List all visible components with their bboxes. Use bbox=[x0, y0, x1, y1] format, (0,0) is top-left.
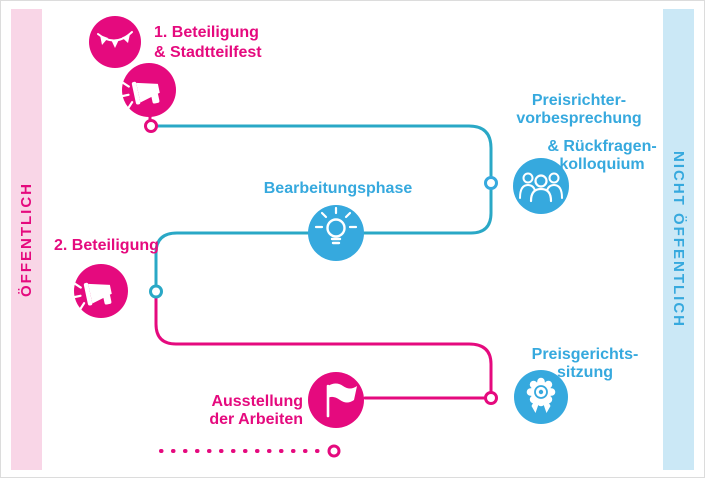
exhibition-label-line1: Ausstellung bbox=[211, 393, 303, 410]
work-phase-step bbox=[308, 205, 364, 261]
flag-icon bbox=[326, 383, 357, 418]
node-exhibition bbox=[327, 444, 341, 458]
node-briefing bbox=[484, 176, 498, 190]
festival-label-line1: 1. Beteiligung bbox=[154, 24, 259, 41]
festival-label-line2: & Stadtteilfest bbox=[154, 44, 262, 61]
jury-session-label-line1: Preisgerichts- bbox=[532, 346, 639, 363]
node-participation2 bbox=[149, 284, 163, 299]
festival-step bbox=[89, 16, 176, 117]
connector-participation2-to-jury-session bbox=[154, 296, 493, 394]
band-public: ÖFFENTLICH bbox=[11, 9, 42, 470]
briefing-label-line4: kolloquium bbox=[559, 156, 644, 173]
briefing-label-line2: vorbesprechung bbox=[516, 110, 641, 127]
briefing-label-line3: & Rückfragen- bbox=[547, 138, 656, 155]
briefing-step bbox=[513, 158, 569, 214]
participation2-label: 2. Beteiligung bbox=[54, 237, 159, 254]
jury-session-step bbox=[514, 370, 568, 424]
jury-people-icon bbox=[519, 172, 563, 203]
connector-festival-to-briefing bbox=[155, 124, 493, 179]
exhibition-circle bbox=[308, 372, 364, 428]
node-festival bbox=[144, 119, 158, 133]
work-phase-circle bbox=[308, 205, 364, 261]
node-jury-session bbox=[484, 391, 498, 405]
lightbulb-icon bbox=[314, 206, 358, 245]
jury-session-label-line2: sitzung bbox=[557, 364, 613, 381]
participation2-step bbox=[69, 264, 128, 318]
briefing-label-line1: Preisrichter- bbox=[532, 92, 626, 109]
pennant-garland-icon bbox=[97, 31, 133, 48]
band-not-public: NICHT ÖFFENTLICH bbox=[663, 9, 694, 470]
exhibition-label-line2: der Arbeiten bbox=[209, 411, 303, 428]
work-phase-label: Bearbeitungsphase bbox=[264, 180, 413, 197]
exhibition-step bbox=[308, 372, 364, 428]
award-rosette-icon bbox=[526, 377, 556, 413]
